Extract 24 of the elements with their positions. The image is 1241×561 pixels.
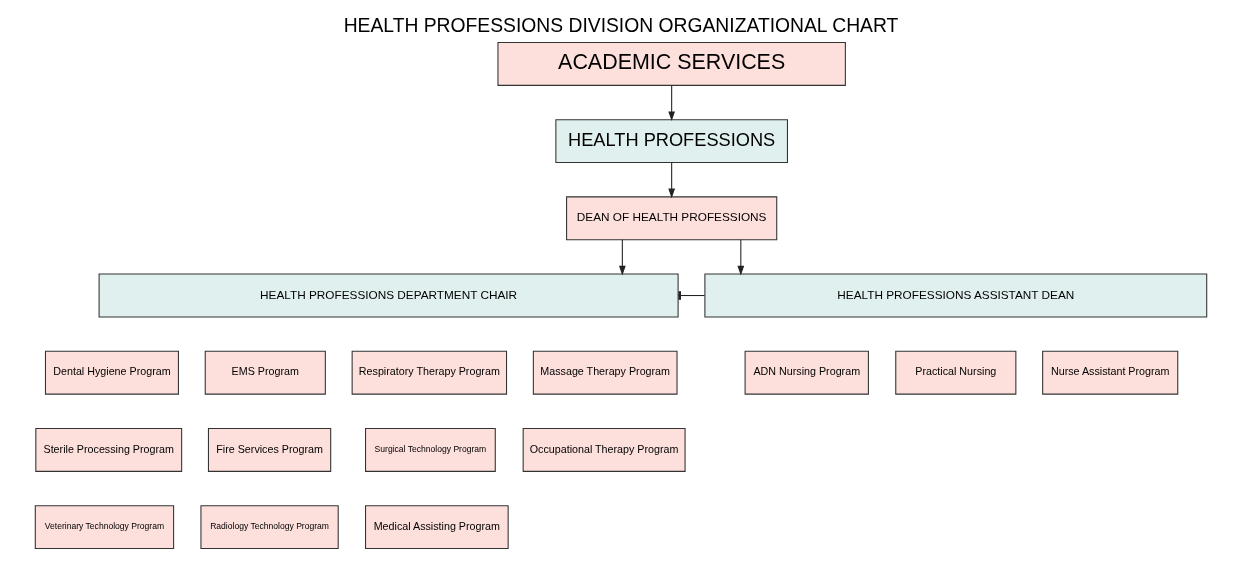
node-box: Dental Hygiene Program bbox=[44, 350, 179, 395]
arrow bbox=[736, 239, 744, 276]
node-box: ADN Nursing Program bbox=[744, 350, 869, 395]
node-box: Medical Assisting Program bbox=[364, 505, 509, 550]
connector bbox=[677, 291, 705, 300]
arrow bbox=[667, 162, 675, 199]
node-box: Occupational Therapy Program bbox=[522, 427, 686, 472]
node-box: Fire Services Program bbox=[207, 427, 331, 472]
arrow bbox=[618, 239, 626, 276]
node-box: HEALTH PROFESSIONS ASSISTANT DEAN bbox=[703, 273, 1207, 318]
node-box: HEALTH PROFESSIONS bbox=[554, 119, 788, 164]
node-box: Surgical Technology Program bbox=[364, 427, 496, 472]
node-box: Veterinary Technology Program bbox=[34, 505, 174, 550]
node-box: Nurse Assistant Program bbox=[1041, 350, 1178, 395]
node-box: Massage Therapy Program bbox=[532, 350, 678, 395]
node-box: Radiology Technology Program bbox=[199, 505, 339, 550]
node-box: Practical Nursing bbox=[894, 350, 1016, 395]
node-box: Respiratory Therapy Program bbox=[351, 350, 507, 395]
arrow bbox=[667, 84, 675, 122]
node-box: Sterile Processing Program bbox=[34, 427, 182, 472]
node-box: ACADEMIC SERVICES bbox=[496, 41, 846, 86]
node-box: EMS Program bbox=[204, 350, 326, 395]
node-box: DEAN OF HEALTH PROFESSIONS bbox=[565, 196, 777, 241]
diagram-title: HEALTH PROFESSIONS DIVISION ORGANIZATIONAL CHART bbox=[343, 15, 898, 37]
